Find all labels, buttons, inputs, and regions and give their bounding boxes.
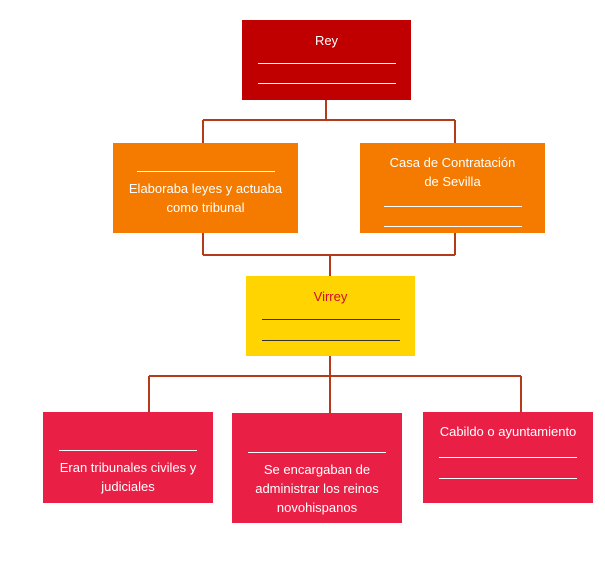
node-consejo-label: Elaboraba leyes y actuaba como tribunal xyxy=(128,181,283,215)
blank-line xyxy=(383,226,522,227)
blank-line xyxy=(439,457,577,458)
node-audiencias-label: Eran tribunales civiles y judiciales xyxy=(59,460,197,494)
blank-line xyxy=(136,171,275,172)
node-cabildo: Cabildo o ayuntamiento xyxy=(423,412,593,503)
node-audiencias: Eran tribunales civiles y judiciales xyxy=(43,412,213,503)
node-rey-label: Rey xyxy=(314,33,339,48)
node-virrey: Virrey xyxy=(246,276,415,356)
node-casa-label: Casa de Contratación de Sevilla xyxy=(389,155,516,189)
blank-line xyxy=(59,450,197,451)
node-casa-contratacion: Casa de Contratación de Sevilla xyxy=(360,143,545,233)
blank-line xyxy=(261,319,400,320)
node-consejo: Elaboraba leyes y actuaba como tribunal xyxy=(113,143,298,233)
node-gobernadores-label: Se encargaban de administrar los reinos … xyxy=(255,462,379,515)
node-rey: Rey xyxy=(242,20,411,100)
blank-line xyxy=(257,63,396,64)
blank-line xyxy=(383,206,522,207)
blank-line xyxy=(257,83,396,84)
blank-line xyxy=(261,340,400,341)
node-cabildo-label: Cabildo o ayuntamiento xyxy=(439,424,577,439)
node-virrey-label: Virrey xyxy=(313,289,348,304)
node-gobernadores: Se encargaban de administrar los reinos … xyxy=(232,413,402,523)
blank-line xyxy=(248,452,386,453)
blank-line xyxy=(439,478,577,479)
